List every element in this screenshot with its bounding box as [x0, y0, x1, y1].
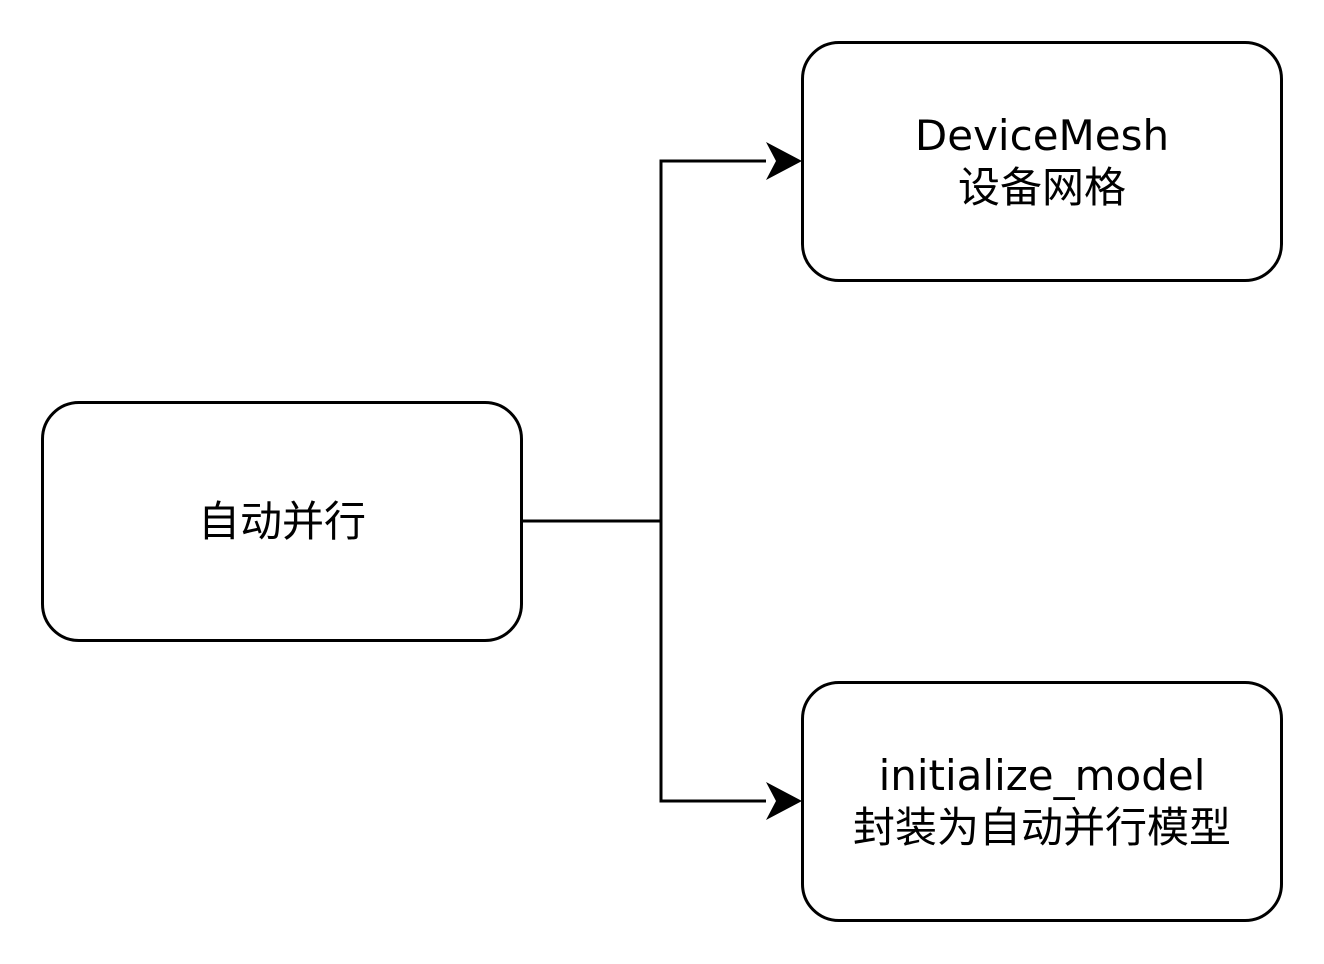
node-auto-parallel[interactable]: 自动并行: [41, 401, 523, 642]
arrowhead-initialize-model: [766, 782, 802, 820]
node-device-mesh[interactable]: DeviceMesh 设备网格: [801, 41, 1283, 282]
arrowhead-device-mesh: [766, 142, 802, 180]
edge-root-to-device-mesh: [523, 142, 802, 523]
node-auto-parallel-label: 自动并行: [197, 496, 366, 546]
node-initialize-model-title: initialize_model: [878, 750, 1206, 800]
node-initialize-model-subtitle: 封装为自动并行模型: [852, 802, 1231, 852]
edge-root-to-initialize-model: [659, 521, 802, 820]
node-initialize-model[interactable]: initialize_model 封装为自动并行模型: [801, 681, 1283, 922]
node-device-mesh-subtitle: 设备网格: [957, 162, 1126, 212]
node-device-mesh-title: DeviceMesh: [914, 110, 1170, 160]
